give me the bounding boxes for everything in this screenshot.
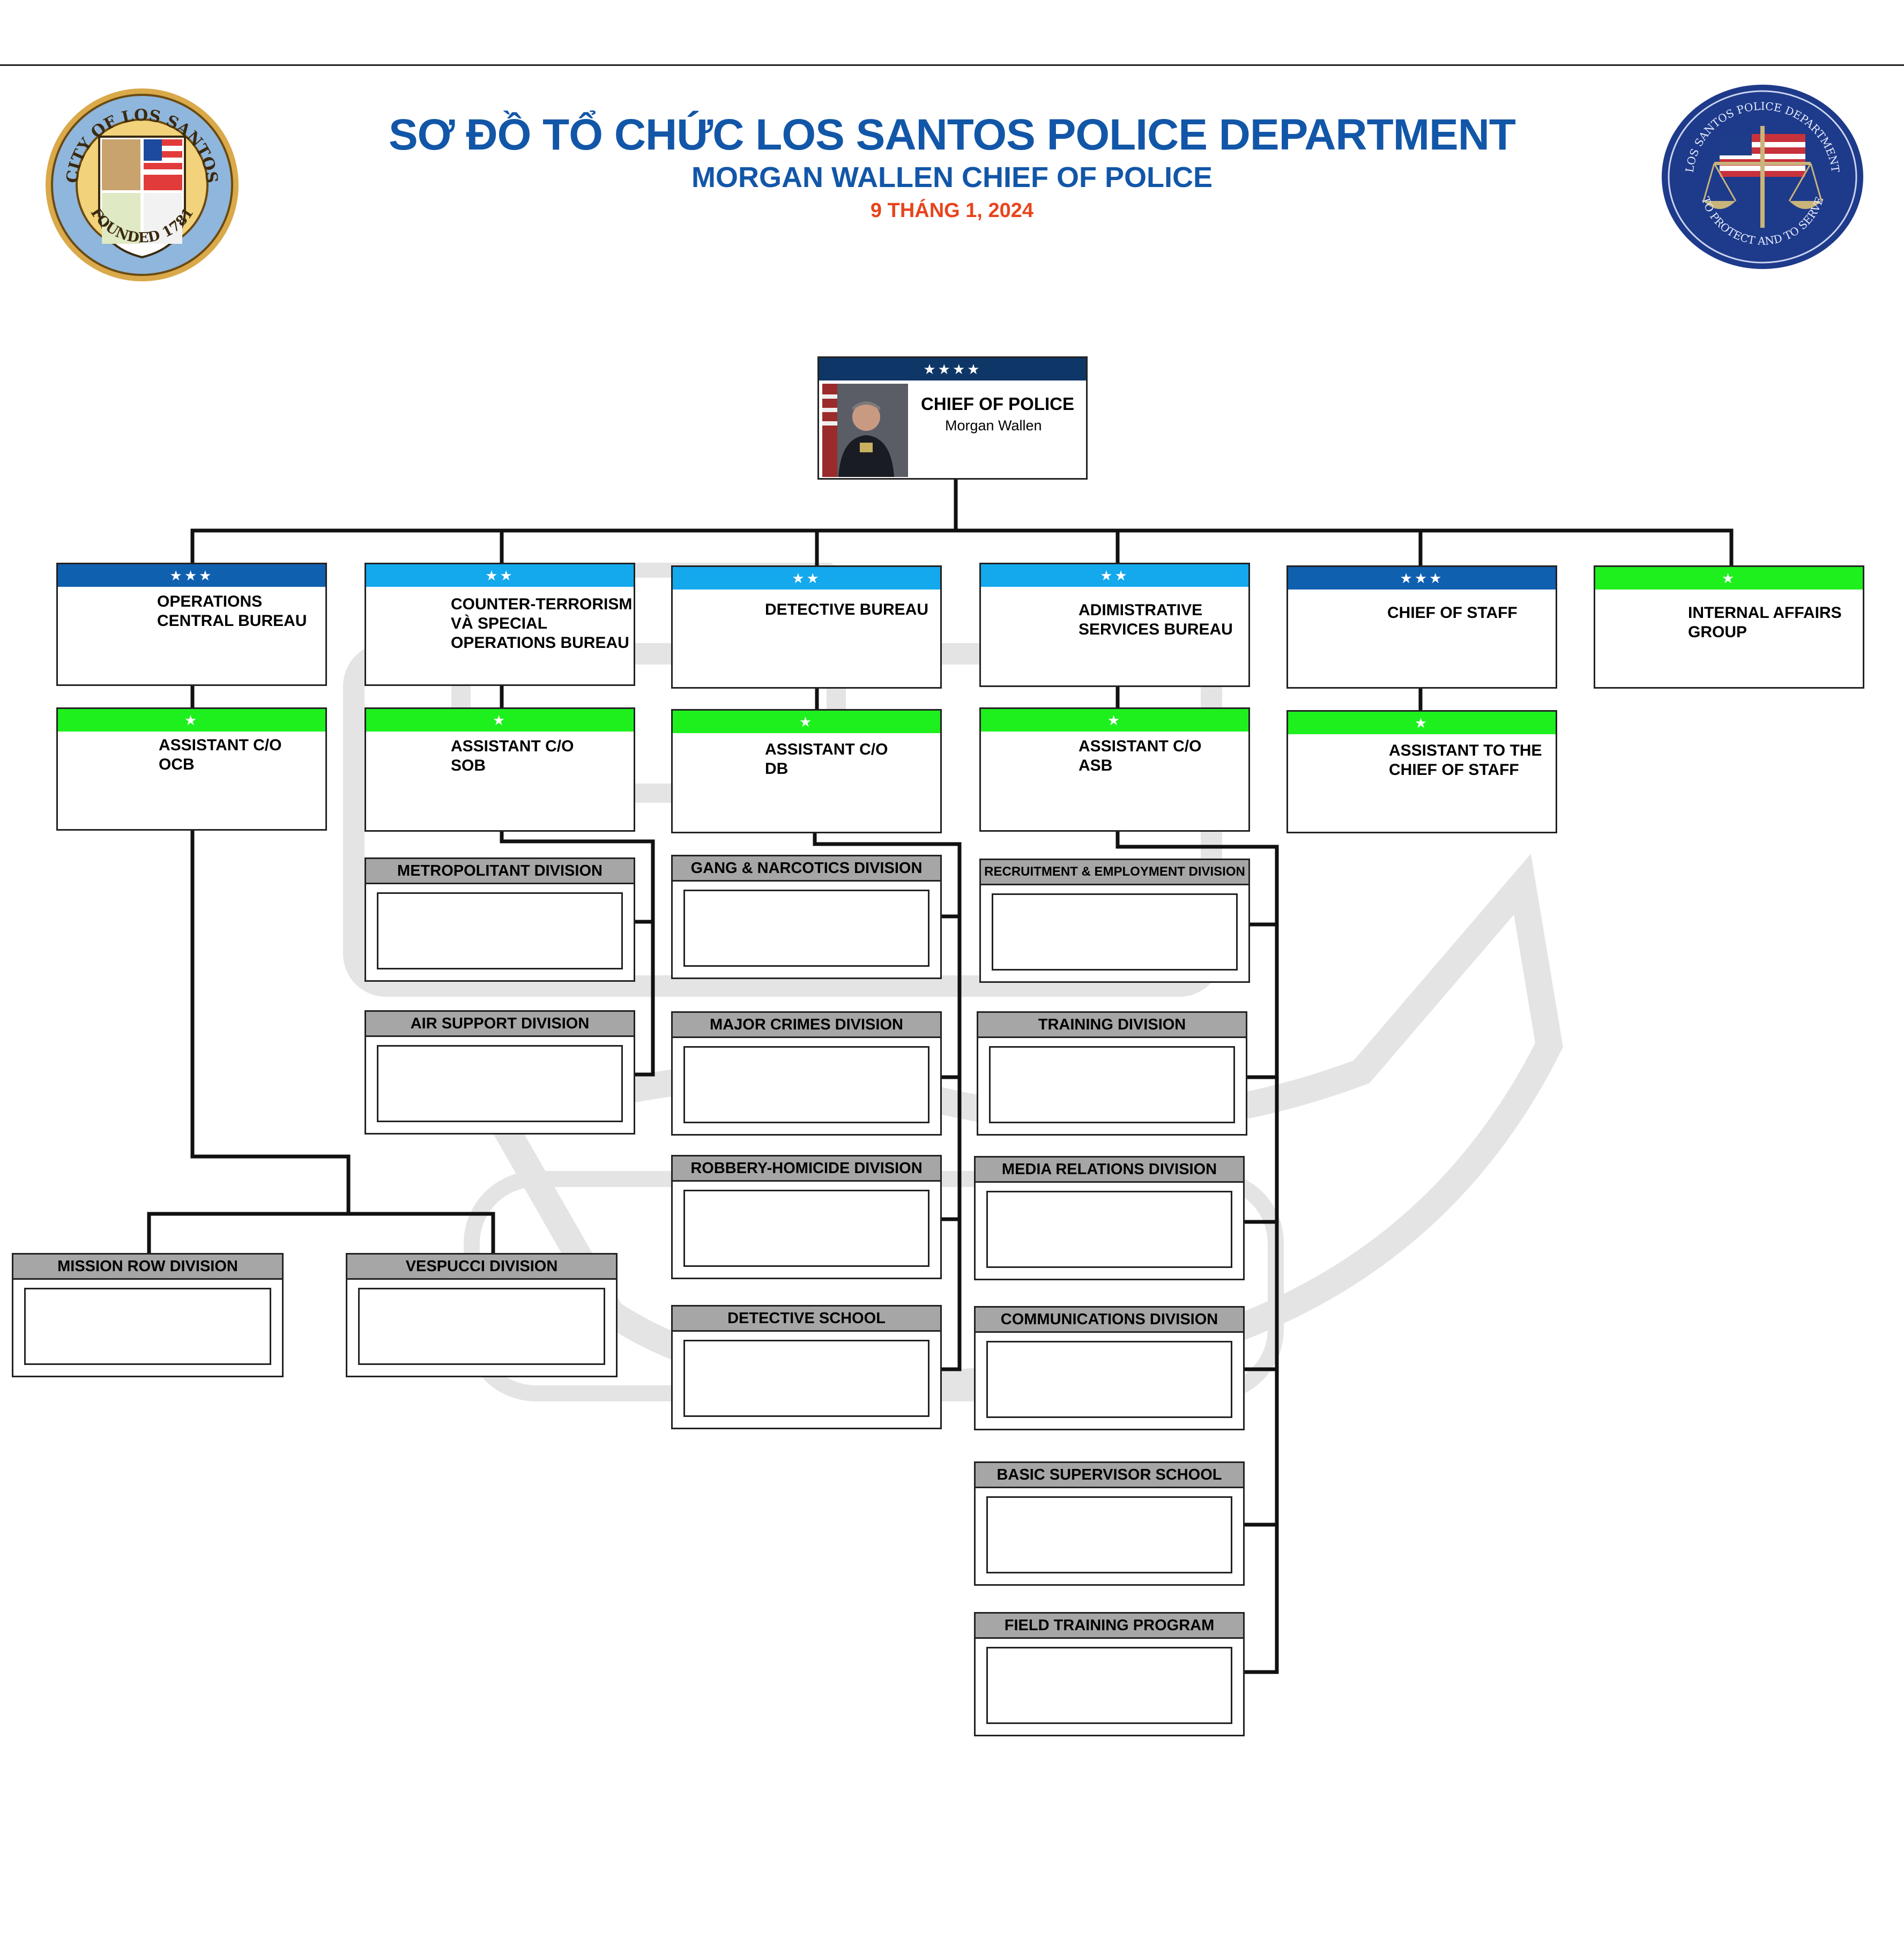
division-box-communications: COMMUNICATIONS DIVISION [974, 1306, 1245, 1430]
division-content-area [683, 890, 929, 967]
page-date: 9 THÁNG 1, 2024 [870, 199, 1034, 222]
bureau-stars: ★★★ [58, 564, 325, 587]
assistant-label: ASSISTANT C/O ASB [1079, 737, 1202, 774]
assistant-label: ASSISTANT C/O OCB [159, 736, 282, 773]
division-box-major-crimes: MAJOR CRIMES DIVISION [671, 1011, 942, 1136]
assistant-star: ★ [1288, 712, 1556, 734]
assistant-label: ASSISTANT TO THE CHIEF OF STAFF [1389, 742, 1542, 779]
division-content-area [986, 1341, 1232, 1418]
division-box-metropolitant: METROPOLITANT DIVISION [365, 857, 635, 982]
division-content-area [24, 1288, 271, 1365]
page-subtitle: MORGAN WALLEN CHIEF OF POLICE [691, 161, 1213, 193]
division-content-area [986, 1647, 1232, 1724]
division-header: MEDIA RELATIONS DIVISION [976, 1158, 1243, 1183]
assistant-box-db: ★ ASSISTANT C/O DB [671, 709, 942, 833]
assistant-box-chief-of-staff: ★ ASSISTANT TO THE CHIEF OF STAFF [1286, 710, 1557, 833]
bureau-box-internal-affairs: ★ INTERNAL AFFAIRS GROUP [1594, 565, 1864, 689]
division-box-training: TRAINING DIVISION [977, 1011, 1247, 1136]
division-box-detective-school: DETECTIVE SCHOOL [671, 1305, 942, 1429]
division-content-area [683, 1190, 929, 1267]
division-header: TRAINING DIVISION [978, 1013, 1246, 1038]
chief-name: Morgan Wallen [945, 417, 1042, 434]
chief-of-police-box: ★★★★ CHIEF OF POLICE Morgan Wallen [817, 356, 1088, 480]
assistant-star: ★ [58, 709, 325, 732]
chief-photo [822, 384, 908, 477]
division-box-mission-row: MISSION ROW DIVISION [12, 1253, 284, 1377]
bureau-label: COUNTER-TERRORISM VÀ SPECIAL OPERATIONS … [451, 595, 633, 652]
bureau-stars: ★★ [673, 567, 940, 590]
division-header: BASIC SUPERVISOR SCHOOL [976, 1463, 1243, 1488]
chief-rank-stars: ★★★★ [819, 358, 1086, 380]
division-header: FIELD TRAINING PROGRAM [976, 1614, 1243, 1639]
assistant-box-ocb: ★ ASSISTANT C/O OCB [56, 707, 327, 831]
assistant-star: ★ [981, 709, 1248, 732]
division-box-gang-narcotics: GANG & NARCOTICS DIVISION [671, 855, 942, 979]
bureau-box-chief-of-staff: ★★★ CHIEF OF STAFF [1286, 565, 1557, 689]
bureau-box-ocb: ★★★ OPERATIONS CENTRAL BUREAU [56, 563, 327, 686]
division-content-area [358, 1288, 605, 1365]
division-content-area [986, 1496, 1232, 1573]
assistant-box-asb: ★ ASSISTANT C/O ASB [979, 707, 1250, 832]
division-header: MAJOR CRIMES DIVISION [673, 1013, 940, 1038]
division-header: METROPOLITANT DIVISION [366, 859, 634, 884]
assistant-box-sob: ★ ASSISTANT C/O SOB [365, 707, 635, 832]
division-content-area [377, 1045, 623, 1122]
division-content-area [989, 1046, 1235, 1123]
division-header: VESPUCCI DIVISION [347, 1255, 616, 1280]
bureau-stars: ★★ [366, 564, 634, 587]
division-content-area [992, 893, 1238, 971]
chief-title: CHIEF OF POLICE [921, 394, 1075, 414]
bureau-stars: ★★ [981, 564, 1248, 587]
bureau-stars: ★★★ [1288, 567, 1556, 590]
division-content-area [986, 1191, 1232, 1268]
top-rule [0, 64, 1904, 66]
division-box-recruitment-employment: RECRUITMENT & EMPLOYMENT DIVISION [979, 859, 1250, 983]
division-header: ROBBERY-HOMICIDE DIVISION [673, 1156, 940, 1182]
division-box-media-relations: MEDIA RELATIONS DIVISION [974, 1156, 1245, 1280]
bureau-box-db: ★★ DETECTIVE BUREAU [671, 565, 942, 689]
division-header: AIR SUPPORT DIVISION [366, 1012, 634, 1037]
bureau-box-asb: ★★ ADIMISTRATIVE SERVICES BUREAU [979, 563, 1250, 687]
division-content-area [683, 1340, 929, 1417]
bureau-label: CHIEF OF STAFF [1387, 604, 1518, 622]
bureau-label: INTERNAL AFFAIRS GROUP [1688, 604, 1842, 641]
bureau-label: ADIMISTRATIVE SERVICES BUREAU [1079, 601, 1233, 638]
assistant-label: ASSISTANT C/O SOB [451, 737, 574, 774]
lspd-seal-icon: LOS SANTOS POLICE DEPARTMENT TO PROTECT … [1662, 85, 1863, 269]
division-header: MISSION ROW DIVISION [13, 1255, 282, 1280]
city-seal-icon: CITY OF LOS SANTOS FOUNDED 1781 [46, 88, 239, 281]
bureau-stars: ★ [1595, 567, 1863, 590]
assistant-label: ASSISTANT C/O DB [765, 741, 888, 778]
division-header: RECRUITMENT & EMPLOYMENT DIVISION [981, 860, 1248, 885]
division-content-area [683, 1046, 929, 1123]
division-header: DETECTIVE SCHOOL [673, 1307, 940, 1332]
division-content-area [377, 892, 623, 969]
division-box-air-support: AIR SUPPORT DIVISION [365, 1010, 635, 1135]
division-box-vespucci: VESPUCCI DIVISION [346, 1253, 618, 1377]
assistant-star: ★ [366, 709, 634, 732]
division-box-field-training-program: FIELD TRAINING PROGRAM [974, 1612, 1245, 1736]
division-box-robbery-homicide: ROBBERY-HOMICIDE DIVISION [671, 1155, 942, 1279]
page-title: SƠ ĐỒ TỔ CHỨC LOS SANTOS POLICE DEPARTME… [388, 110, 1516, 159]
division-box-basic-supervisor-school: BASIC SUPERVISOR SCHOOL [974, 1461, 1245, 1586]
assistant-star: ★ [673, 711, 940, 733]
bureau-label: OPERATIONS CENTRAL BUREAU [157, 593, 307, 630]
bureau-box-sob: ★★ COUNTER-TERRORISM VÀ SPECIAL OPERATIO… [365, 563, 635, 686]
division-header: COMMUNICATIONS DIVISION [976, 1308, 1243, 1333]
division-header: GANG & NARCOTICS DIVISION [673, 856, 940, 882]
bureau-label: DETECTIVE BUREAU [765, 601, 929, 618]
